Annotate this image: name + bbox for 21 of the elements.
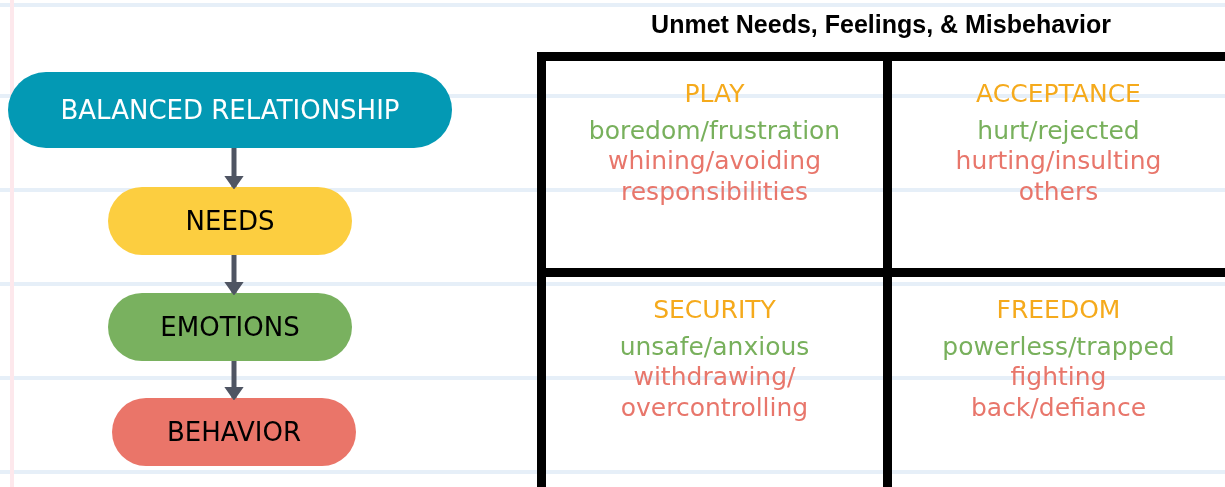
node-label: BEHAVIOR — [167, 417, 301, 447]
behavior-text: whining/avoiding responsibilities — [606, 146, 823, 207]
feeling-text: hurt/rejected — [977, 115, 1140, 146]
arrow — [224, 148, 244, 189]
feeling-text: boredom/frustration — [588, 115, 841, 146]
node-label: BALANCED RELATIONSHIP — [60, 95, 400, 125]
node-label: NEEDS — [185, 206, 275, 236]
behavior-text: fighting back/defiance — [969, 362, 1148, 423]
feeling-text: unsafe/anxious — [619, 331, 810, 362]
need-heading: ACCEPTANCE — [976, 79, 1141, 110]
need-heading: SECURITY — [653, 295, 776, 326]
table-title: Unmet Needs, Feelings, & Misbehavior — [650, 10, 1112, 39]
arrow — [224, 255, 244, 295]
feeling-text: powerless/trapped — [942, 331, 1175, 362]
behavior-text: hurting/insulting others — [954, 146, 1163, 207]
arrow — [224, 361, 244, 400]
behavior-text: withdrawing/ overcontrolling — [619, 362, 810, 423]
need-heading: FREEDOM — [996, 295, 1121, 326]
node-label: EMOTIONS — [160, 312, 300, 342]
process-pill — [8, 72, 452, 148]
need-heading: PLAY — [684, 79, 745, 110]
